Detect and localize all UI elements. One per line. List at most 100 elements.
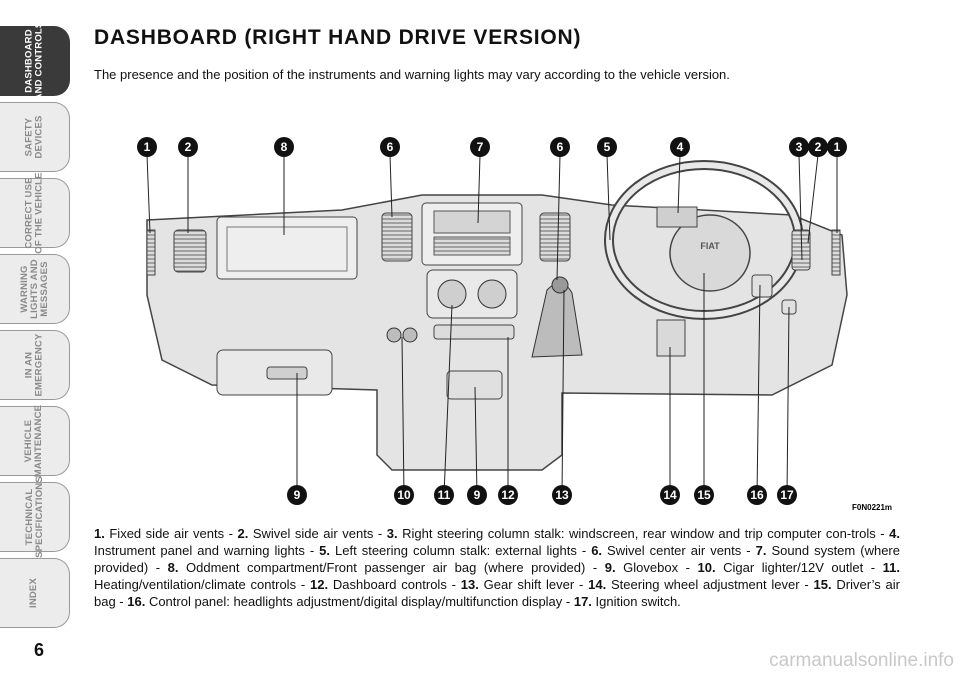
center-vent-right [539, 212, 571, 262]
badge-10: 10 [394, 485, 414, 505]
tab-dashboard-and-controls[interactable]: DASHBOARD AND CONTROLS [0, 22, 70, 100]
svg-text:15: 15 [697, 488, 711, 502]
radio-display [433, 210, 511, 234]
badge-1: 1 [137, 137, 157, 157]
caption-text: Heating/ventilation/climate controls - [94, 577, 311, 592]
badges-top: 1 2 8 6 7 6 5 4 3 2 1 [137, 137, 847, 157]
svg-text:9: 9 [294, 488, 301, 502]
badge-8: 8 [274, 137, 294, 157]
page-subtitle: The presence and the position of the ins… [94, 67, 730, 82]
caption-num: 4. [889, 526, 901, 541]
badge-6: 6 [380, 137, 400, 157]
badge-2: 2 [178, 137, 198, 157]
caption-text: Oddment compartment/Front passenger air … [178, 560, 605, 575]
caption-num: 15. [813, 577, 832, 592]
brand-badge: FIAT [700, 241, 720, 251]
climate-knob-right [477, 279, 507, 309]
tab-label: CORRECT USE OF THE VEHICLE [23, 172, 45, 254]
cigar-lighter [386, 327, 402, 343]
leader-lines-top [146, 154, 838, 281]
right-fixed-vent [831, 229, 841, 276]
tab-technical-specifications[interactable]: TECHNICAL SPECIFICATIONS [0, 476, 70, 558]
caption-text: Left steering column stalk: external lig… [330, 543, 592, 558]
svg-text:11: 11 [438, 488, 451, 502]
svg-text:9: 9 [474, 488, 481, 502]
caption-text: Cigar lighter/12V outlet - [715, 560, 883, 575]
badge-13: 13 [552, 485, 572, 505]
badge-6b: 6 [550, 137, 570, 157]
tab-warning-lights[interactable]: WARNING LIGHTS AND MESSAGES [0, 254, 70, 324]
badge-4: 4 [670, 137, 690, 157]
svg-text:13: 13 [555, 488, 569, 502]
caption-num: 12. [310, 577, 329, 592]
svg-text:1: 1 [144, 140, 151, 154]
tab-label: INDEX [28, 577, 40, 609]
caption-num: 10. [697, 560, 716, 575]
caption-num: 8. [167, 560, 179, 575]
oddment-compartment [216, 216, 358, 280]
caption-num: 3. [386, 526, 398, 541]
tab-label: DASHBOARD AND CONTROLS [23, 21, 45, 101]
figure-caption: 1. Fixed side air vents - 2. Swivel side… [94, 525, 900, 610]
caption-num: 5. [319, 543, 331, 558]
tab-vehicle-maintenance[interactable]: VEHICLE MAINTENANCE [0, 405, 70, 477]
caption-num: 9. [604, 560, 616, 575]
control-panel [751, 274, 773, 298]
caption-num: 17. [573, 594, 592, 609]
svg-text:16: 16 [750, 488, 764, 502]
caption-num: 7. [755, 543, 767, 558]
svg-text:2: 2 [815, 140, 822, 154]
steering-column [656, 319, 686, 357]
badge-1b: 1 [827, 137, 847, 157]
caption-text: Sound system (where provided) - [94, 543, 900, 575]
caption-num: 11. [882, 560, 901, 575]
dashboard-drawing: FIAT [137, 137, 892, 512]
tab-in-an-emergency[interactable]: IN AN EMERGENCY [0, 330, 70, 400]
badge-14: 14 [660, 485, 680, 505]
tab-safety-devices[interactable]: SAFETY DEVICES [0, 102, 70, 172]
glovebox-handle [266, 366, 308, 380]
svg-text:14: 14 [663, 488, 677, 502]
tab-label: TECHNICAL SPECIFICATIONS [23, 476, 45, 558]
caption-num: 13. [460, 577, 479, 592]
left-fixed-vent [146, 229, 156, 276]
caption-num: 2. [237, 526, 249, 541]
caption-text: Instrument panel and warning lights - [94, 543, 320, 558]
dashboard-illustration: FIAT [92, 125, 902, 520]
svg-text:10: 10 [397, 488, 411, 502]
svg-text:1: 1 [834, 140, 841, 154]
glovebox-center [446, 370, 503, 400]
badges-bottom: 9 10 11 9 12 13 14 15 16 17 [287, 485, 797, 505]
svg-text:6: 6 [387, 140, 394, 154]
caption-text: Swivel center air vents - [602, 543, 756, 558]
tab-index[interactable]: INDEX [0, 558, 70, 628]
oddment-inner [226, 226, 348, 272]
page-number: 6 [34, 640, 45, 660]
driver-airbag [669, 214, 751, 292]
caption-text: Ignition switch. [591, 594, 681, 609]
caption-num: 1. [94, 526, 105, 541]
caption-text: Control panel: headlights adjustment/dig… [145, 594, 574, 609]
climate-knob-left [437, 279, 467, 309]
tab-label: SAFETY DEVICES [23, 115, 45, 159]
caption-text: Right steering column stalk: windscreen,… [397, 526, 890, 541]
instrument-panel [656, 206, 698, 228]
svg-text:6: 6 [557, 140, 564, 154]
badge-12: 12 [498, 485, 518, 505]
caption-text: Driver’s air bag - [94, 577, 900, 609]
leader-lines-bottom [296, 273, 790, 496]
caption-text: Fixed side air vents - [104, 526, 238, 541]
badge-7: 7 [470, 137, 490, 157]
svg-text:17: 17 [780, 488, 794, 502]
badge-3: 3 [789, 137, 809, 157]
figure-code: F0N0221m [852, 503, 892, 512]
svg-text:2: 2 [185, 140, 192, 154]
svg-text:5: 5 [604, 140, 611, 154]
badge-9: 9 [287, 485, 307, 505]
badge-16: 16 [747, 485, 767, 505]
caption-text: Swivel side air vents - [248, 526, 387, 541]
badge-9b: 9 [467, 485, 487, 505]
caption-num: 14. [588, 577, 607, 592]
caption-text: Steering wheel adjustment lever - [606, 577, 814, 592]
tab-correct-use[interactable]: CORRECT USE OF THE VEHICLE [0, 172, 70, 254]
